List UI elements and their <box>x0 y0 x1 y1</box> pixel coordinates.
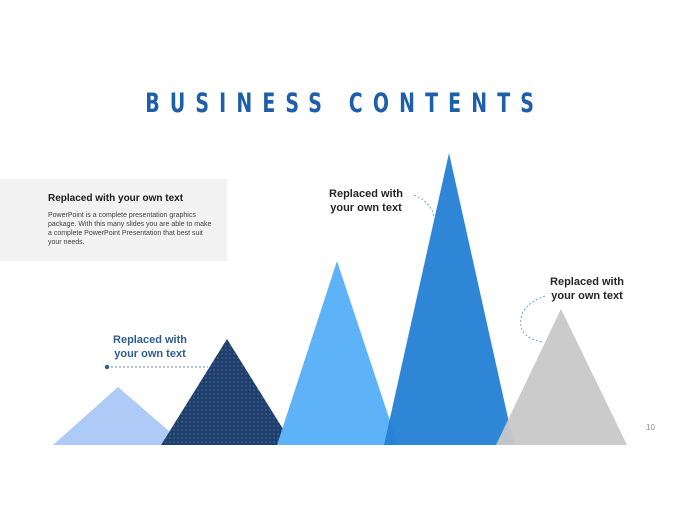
callout-label-left-line1: Replaced with <box>113 334 187 346</box>
callout-dot-left <box>104 364 110 370</box>
gray-triangle <box>496 309 627 445</box>
callout-connector-right <box>520 295 546 343</box>
callout-label-left-line2: your own text <box>114 348 186 360</box>
sky-blue-triangle <box>277 261 398 445</box>
callout-label-center: Replaced with your own text <box>322 187 410 215</box>
callout-label-right: Replaced with your own text <box>544 275 630 303</box>
text-box-body: PowerPoint is a complete presentation gr… <box>48 212 212 246</box>
light-blue-triangle <box>53 387 185 445</box>
callout-connector-center <box>413 194 435 218</box>
callout-label-right-line2: your own text <box>551 290 623 302</box>
callout-label-left: Replaced with your own text <box>108 333 192 361</box>
slide-title: BUSINESS CONTENTS <box>145 88 545 119</box>
callout-label-right-line1: Replaced with <box>550 276 624 288</box>
callout-label-center-line1: Replaced with <box>329 188 403 200</box>
navy-dotted-triangle <box>161 339 293 445</box>
text-box-heading: Replaced with your own text <box>48 193 184 204</box>
text-box: Replaced with your own text PowerPoint i… <box>0 179 227 261</box>
callout-label-center-line2: your own text <box>330 202 402 214</box>
page-number: 10 <box>646 423 655 432</box>
royal-blue-triangle <box>384 153 514 445</box>
